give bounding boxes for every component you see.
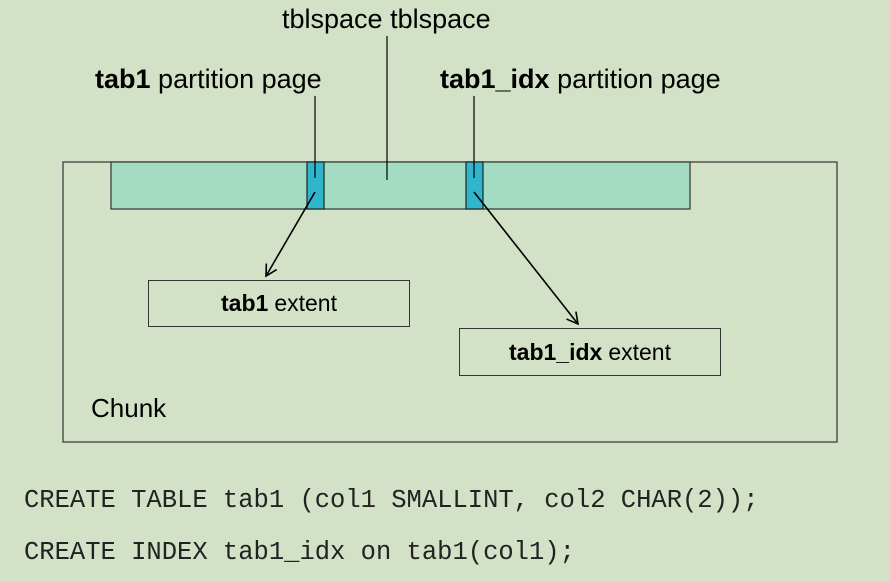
- tab1-extent-arrow: [265, 191, 316, 278]
- chunk-label: Chunk: [91, 393, 167, 423]
- sql-create-table: CREATE TABLE tab1 (col1 SMALLINT, col2 C…: [24, 486, 759, 515]
- tblspace-label: tblspace tblspace: [282, 4, 491, 34]
- tab1-name: tab1: [95, 64, 151, 94]
- tab1-idx-extent-arrow: [473, 191, 580, 326]
- tab1-idx-partition-page-label: tab1_idx partition page: [440, 64, 721, 94]
- tab1-idx-extent-box: tab1_idx extent: [459, 328, 721, 376]
- tab1-extent-box: tab1 extent: [148, 280, 410, 327]
- tab1-partition-page-label: tab1 partition page: [95, 64, 322, 94]
- tab1-idx-name: tab1_idx: [440, 64, 550, 94]
- sql-create-index: CREATE INDEX tab1_idx on tab1(col1);: [24, 538, 575, 567]
- tblspace-bar: [110, 161, 691, 210]
